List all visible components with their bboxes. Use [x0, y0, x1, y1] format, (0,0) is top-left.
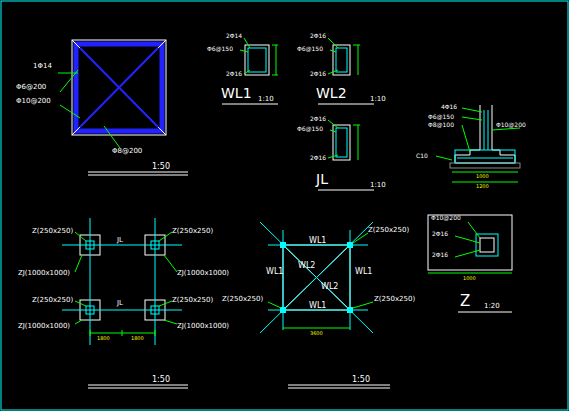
rebar-note: 2Φ16 — [432, 252, 448, 258]
scale-note: 1:50 — [352, 376, 370, 384]
rebar-note: Φ8@200 — [112, 148, 142, 155]
dimension: 3600 — [310, 331, 323, 336]
section-title: WL2 — [316, 86, 347, 100]
dimension: 1800 — [97, 336, 110, 341]
section-title: WL1 — [221, 86, 252, 100]
footing-tag: ZJ(1000x1000) — [18, 270, 70, 277]
rebar-note: 2Φ16 — [310, 155, 326, 161]
column-tag: Z(250x250) — [374, 296, 415, 303]
rebar-note: 1Φ14 — [33, 63, 52, 70]
scale-note: 1:50 — [152, 163, 170, 171]
footing-tag: ZJ(1000x1000) — [177, 323, 229, 330]
beam-tag: WL1 — [309, 302, 326, 310]
rebar-note: 2Φ16 — [310, 71, 326, 77]
rebar-note: Φ6@150 — [207, 46, 233, 52]
footing-tag: ZJ(1000x1000) — [177, 270, 229, 277]
rebar-note: 4Φ16 — [441, 104, 457, 110]
rebar-note: 2Φ16 — [310, 116, 326, 122]
rebar-note: Φ6@150 — [297, 126, 323, 132]
concrete-note: C10 — [416, 153, 428, 159]
beam-tag: JL — [117, 237, 123, 244]
scale-note: 1:10 — [370, 96, 386, 103]
rebar-note: 2Φ16 — [432, 231, 448, 237]
section-title: JL — [316, 172, 328, 186]
column-tag: Z(250x250) — [32, 228, 73, 235]
scale-note: 1:10 — [370, 182, 386, 189]
column-tag: Z(250x250) — [172, 228, 213, 235]
scale-note: 1:20 — [484, 303, 500, 310]
beam-tag: WL2 — [298, 262, 315, 270]
rebar-note: Φ6@150 — [297, 46, 323, 52]
rebar-note: Φ6@150 — [428, 114, 454, 120]
rebar-note: Φ10@200 — [496, 122, 526, 128]
dimension: 1000 — [476, 174, 489, 179]
dimension: 1200 — [476, 184, 489, 189]
rebar-note: 2Φ14 — [226, 33, 242, 39]
rebar-note: Φ10@200 — [431, 215, 461, 221]
beam-tag: WL2 — [321, 283, 338, 291]
rebar-note: Φ6@200 — [16, 84, 46, 91]
footing-tag: ZJ(1000x1000) — [18, 323, 70, 330]
rebar-note: 2Φ16 — [310, 33, 326, 39]
scale-note: 1:10 — [258, 96, 274, 103]
rebar-note: Φ8@100 — [428, 122, 454, 128]
dimension: 1000 — [463, 276, 476, 281]
column-tag: Z(250x250) — [222, 296, 263, 303]
rebar-note: 2Φ16 — [226, 71, 242, 77]
column-tag: Z(250x250) — [368, 227, 409, 234]
dimension: 1800 — [131, 336, 144, 341]
beam-tag: WL1 — [355, 268, 372, 276]
section-title: Z — [460, 294, 470, 309]
column-tag: Z(250x250) — [32, 297, 73, 304]
beam-tag: JL — [117, 300, 123, 307]
column-tag: Z(250x250) — [172, 297, 213, 304]
rebar-note: Φ10@200 — [16, 98, 51, 105]
beam-tag: WL1 — [309, 237, 326, 245]
scale-note: 1:50 — [152, 376, 170, 384]
beam-tag: WL1 — [266, 268, 283, 276]
